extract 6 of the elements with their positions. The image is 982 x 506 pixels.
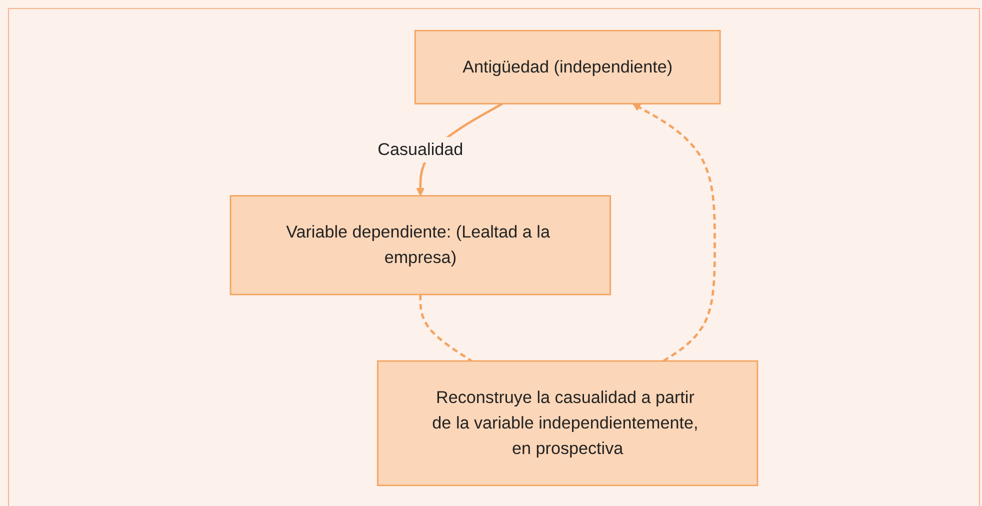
arrow <box>632 102 716 362</box>
node-box: Variable dependiente: (Lealtad a la empresa) <box>230 194 612 295</box>
node-box: Reconstruye la casualidad a partir de la variable independientemente, en prospectiva <box>376 360 758 486</box>
node-box: Antigüedad (independiente) <box>414 29 721 104</box>
connector <box>419 294 472 362</box>
edge-label: Casualidad <box>378 139 464 158</box>
